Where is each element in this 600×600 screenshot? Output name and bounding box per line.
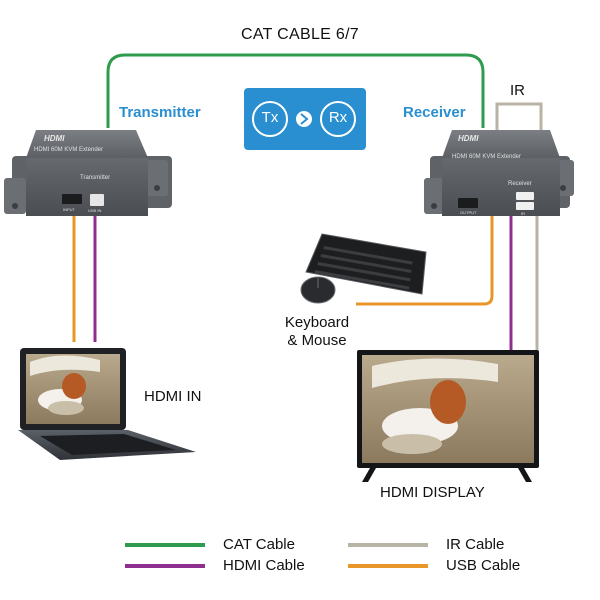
badge-tx-text: Tx — [261, 109, 279, 126]
tx-rx-badge — [244, 88, 366, 150]
rx-face-label: Receiver — [508, 181, 532, 187]
tx-port-usb: USB IN — [88, 208, 102, 213]
keyboard-label-line1: Keyboard — [284, 314, 350, 331]
legend-ir-label: IR Cable — [446, 536, 505, 553]
rx-usb-cable — [356, 214, 494, 306]
laptop-label: HDMI IN — [144, 388, 202, 405]
legend-usb-label: USB Cable — [446, 557, 521, 574]
keyboard-label-line2: & Mouse — [287, 332, 347, 349]
mouse — [300, 276, 336, 304]
rx-logo: HDMI — [458, 134, 479, 143]
cat-cable-line — [106, 53, 485, 128]
receiver-device — [424, 130, 574, 216]
transmitter-label: Transmitter — [119, 104, 201, 121]
tx-port-input: INPUT — [63, 207, 75, 212]
badge-rx-text: Rx — [328, 109, 348, 126]
cat-cable-title: CAT CABLE 6/7 — [240, 26, 360, 43]
rx-port-output: OUTPUT — [460, 210, 477, 215]
hdmi-display — [357, 350, 539, 482]
receiver-label: Receiver — [403, 104, 466, 121]
legend-cat-label: CAT Cable — [223, 536, 295, 553]
tx-logo: HDMI — [44, 134, 65, 143]
laptop — [18, 348, 196, 460]
rx-port-ir: IR — [521, 211, 525, 216]
display-label: HDMI DISPLAY — [380, 484, 485, 501]
ir-label: IR — [510, 82, 525, 99]
tx-face-label: Transmitter — [80, 175, 111, 181]
ir-loop-line — [495, 102, 543, 136]
legend-hdmi-label: HDMI Cable — [223, 557, 305, 574]
transmitter-device — [4, 130, 172, 216]
keyboard — [305, 233, 427, 295]
tx-model: HDMI 60M KVM Extender — [34, 147, 104, 153]
keyboard-mouse-label: Keyboard & Mouse — [272, 314, 362, 350]
rx-model: HDMI 60M KVM Extender — [452, 154, 522, 160]
